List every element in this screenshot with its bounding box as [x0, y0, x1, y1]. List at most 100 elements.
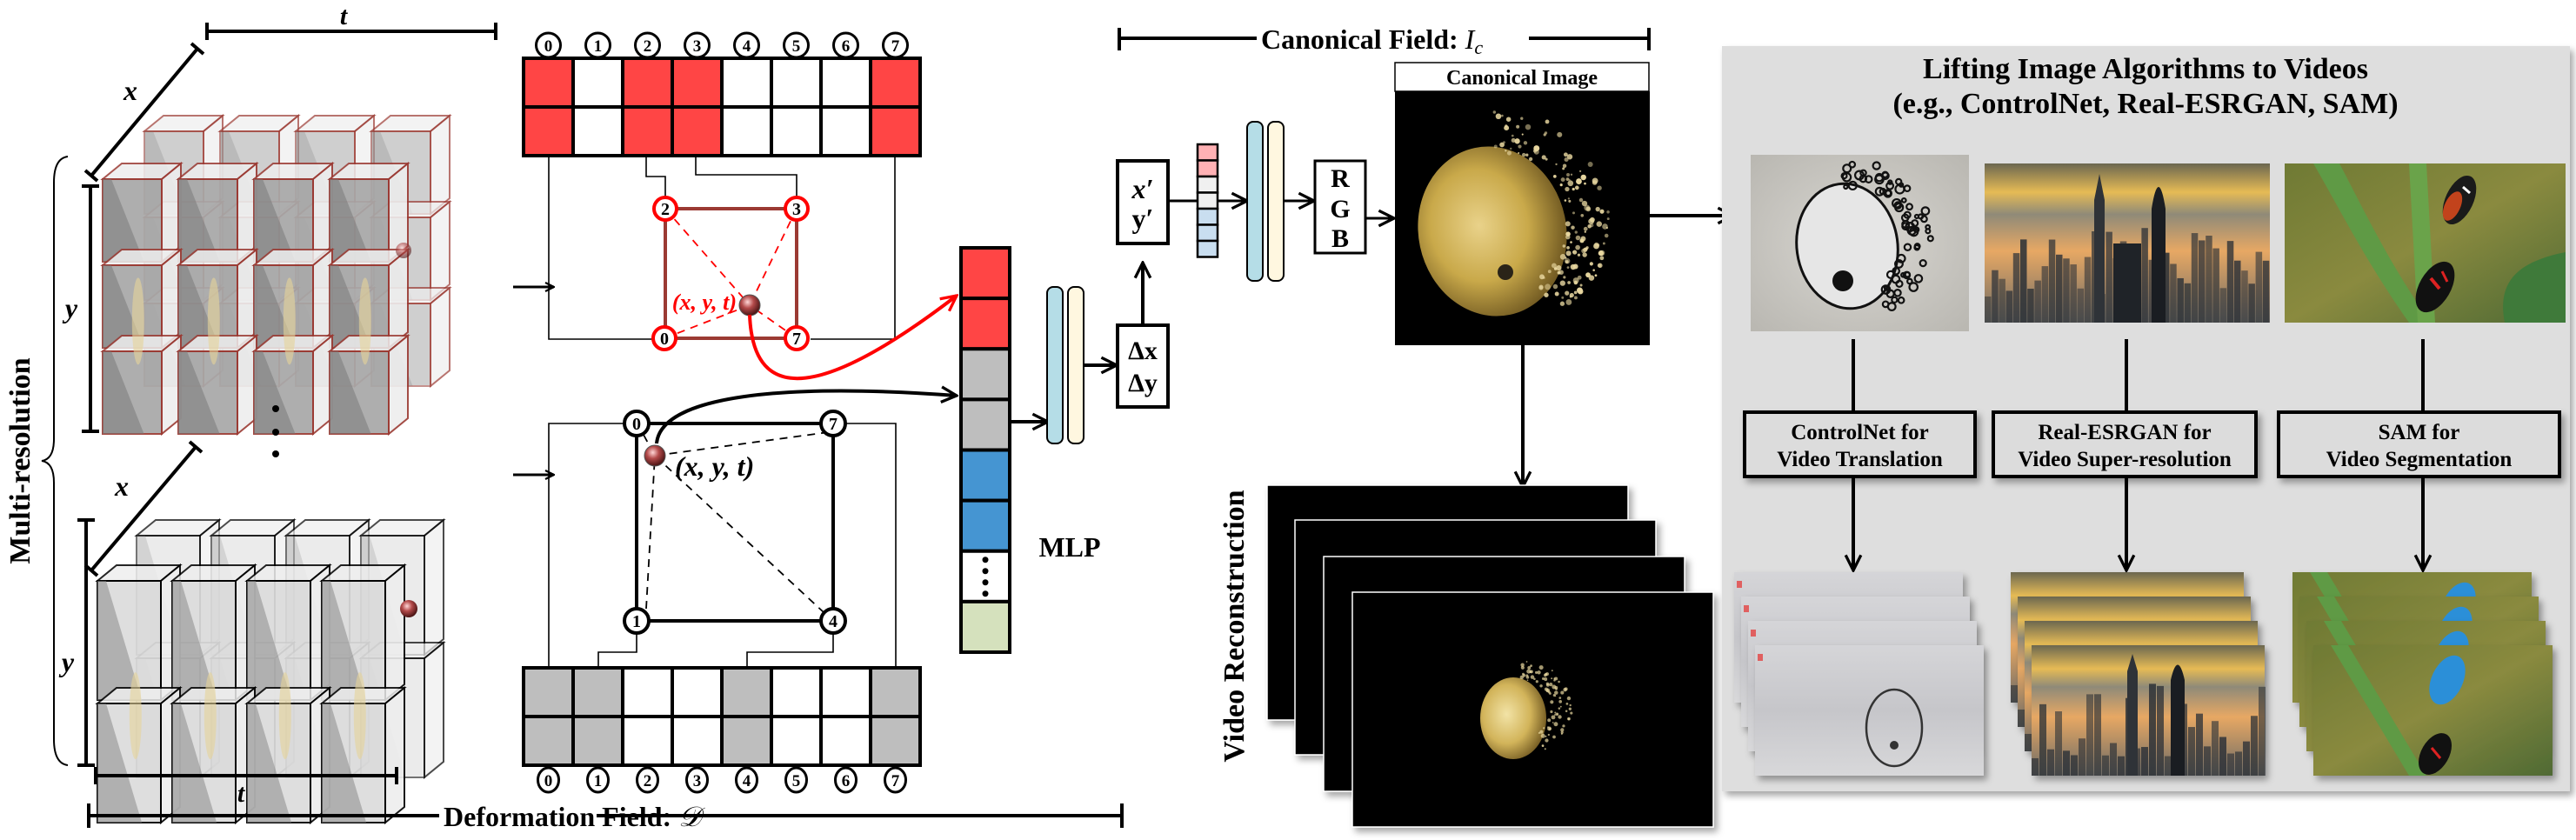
splash-droplet — [1559, 280, 1565, 286]
building — [2025, 733, 2032, 751]
sketch-stroke — [1885, 181, 1895, 190]
splash-droplet — [1560, 690, 1565, 695]
hash-index-label: 2 — [644, 37, 652, 56]
encoding-cell — [1196, 143, 1219, 162]
hash-index-circle — [586, 766, 610, 794]
canonical-field-label-group: Canonical Field: Ic — [1118, 23, 1651, 58]
hash-table-cell — [571, 105, 624, 157]
y-prime-label: y′ — [1132, 203, 1154, 234]
hash-index-label: 4 — [743, 37, 751, 56]
voxel — [100, 247, 184, 350]
building — [2262, 260, 2270, 323]
hash-table-cell — [621, 666, 674, 718]
splash-droplet — [1572, 187, 1575, 191]
building — [2212, 721, 2219, 776]
building — [2141, 228, 2148, 323]
building — [2034, 280, 2041, 323]
hash-table-cell — [770, 57, 823, 109]
splash-droplet — [1564, 257, 1571, 264]
splash-droplet — [1555, 712, 1559, 717]
building — [2070, 264, 2077, 323]
splash-droplet — [1538, 665, 1544, 670]
translated-bubble-dot — [1890, 741, 1899, 750]
sketch-stroke — [1879, 187, 1887, 196]
splash-droplet — [1570, 711, 1573, 715]
lemon-slice — [358, 277, 371, 365]
splash-droplet — [1562, 244, 1566, 248]
hash-index-circle — [832, 31, 859, 59]
splash-droplet — [1558, 270, 1564, 275]
method-box-line1: ControlNet for — [1791, 421, 1929, 444]
hash-table-cell — [720, 57, 773, 109]
splash-droplet — [1573, 290, 1578, 295]
splash-droplet — [1566, 246, 1570, 250]
splash-droplet — [1543, 673, 1547, 677]
splash-droplet — [1534, 670, 1538, 674]
hash-index-4: 4 — [733, 31, 760, 59]
splash-droplet — [1528, 157, 1533, 162]
voxel — [176, 333, 259, 437]
sketch-stroke — [1905, 203, 1913, 211]
hash-table-cell — [621, 715, 674, 767]
splash-droplet — [1547, 270, 1552, 274]
bottom-point-label: (x, y, t) — [675, 450, 754, 482]
hash-index-6: 6 — [832, 31, 859, 59]
splash-droplet — [1563, 276, 1566, 279]
method-box-frame — [1992, 410, 2258, 478]
hash-table-cell — [522, 666, 575, 718]
top-grid-sample-point — [396, 243, 411, 258]
cell-corner-4: 4 — [819, 607, 847, 635]
reconstructed-video-frames — [1266, 484, 1714, 828]
cell-corner-label: 7 — [829, 415, 838, 434]
hash-table-cell — [522, 57, 575, 109]
cell-corner-label: 0 — [632, 415, 641, 434]
splash-droplet — [1551, 677, 1553, 680]
splash-droplet — [1592, 177, 1598, 184]
concatenated-feature-vector — [959, 246, 1011, 654]
building — [2234, 260, 2241, 323]
building — [2079, 738, 2085, 776]
canonical-mlp-layer-1 — [1246, 121, 1264, 282]
splash-droplet — [1584, 182, 1586, 185]
splash-droplet — [1565, 290, 1570, 296]
splash-droplet — [1576, 287, 1583, 294]
voxel — [251, 161, 335, 264]
method-box-line2: Video Segmentation — [2326, 448, 2513, 471]
output-stack-city-skyline-image — [2011, 572, 2266, 776]
feature-cell — [959, 397, 1011, 452]
splash-droplet — [1583, 247, 1588, 252]
building — [2005, 290, 2013, 323]
building — [2018, 709, 2025, 727]
splash-droplet — [1547, 726, 1549, 729]
output-frame — [2313, 645, 2553, 776]
sketch-stroke — [1900, 197, 1907, 203]
splash-droplet — [1563, 152, 1568, 157]
multi-resolution-label-group: Multi-resolution — [4, 156, 69, 766]
deformation-field-label: Deformation Field: 𝒟 — [444, 801, 705, 832]
splash-droplet — [1570, 173, 1573, 176]
splash-droplet — [1555, 163, 1558, 166]
splash-droplet — [1535, 680, 1538, 683]
splash-droplet — [1572, 211, 1576, 215]
splash-droplet — [1599, 209, 1605, 214]
rgb-g: G — [1330, 195, 1350, 223]
mlp-label: MLP — [1038, 531, 1100, 563]
splash-droplet — [1568, 179, 1571, 182]
splash-droplet — [1552, 722, 1554, 723]
splash-droplet — [1510, 147, 1512, 150]
hash-index-circle — [733, 31, 760, 59]
splash-droplet — [1544, 748, 1546, 750]
x-prime-label: x′ — [1131, 173, 1154, 204]
splash-droplet — [1581, 200, 1588, 207]
voxel — [251, 247, 335, 350]
canonical-field-label: Canonical Field: Ic — [1261, 23, 1483, 58]
splash-droplet — [1502, 141, 1505, 144]
splash-droplet — [1537, 670, 1541, 675]
hash-index-0: 0 — [537, 766, 560, 794]
building — [2199, 240, 2206, 323]
rgb-r: R — [1331, 164, 1350, 193]
hash-index-circle — [882, 31, 909, 59]
